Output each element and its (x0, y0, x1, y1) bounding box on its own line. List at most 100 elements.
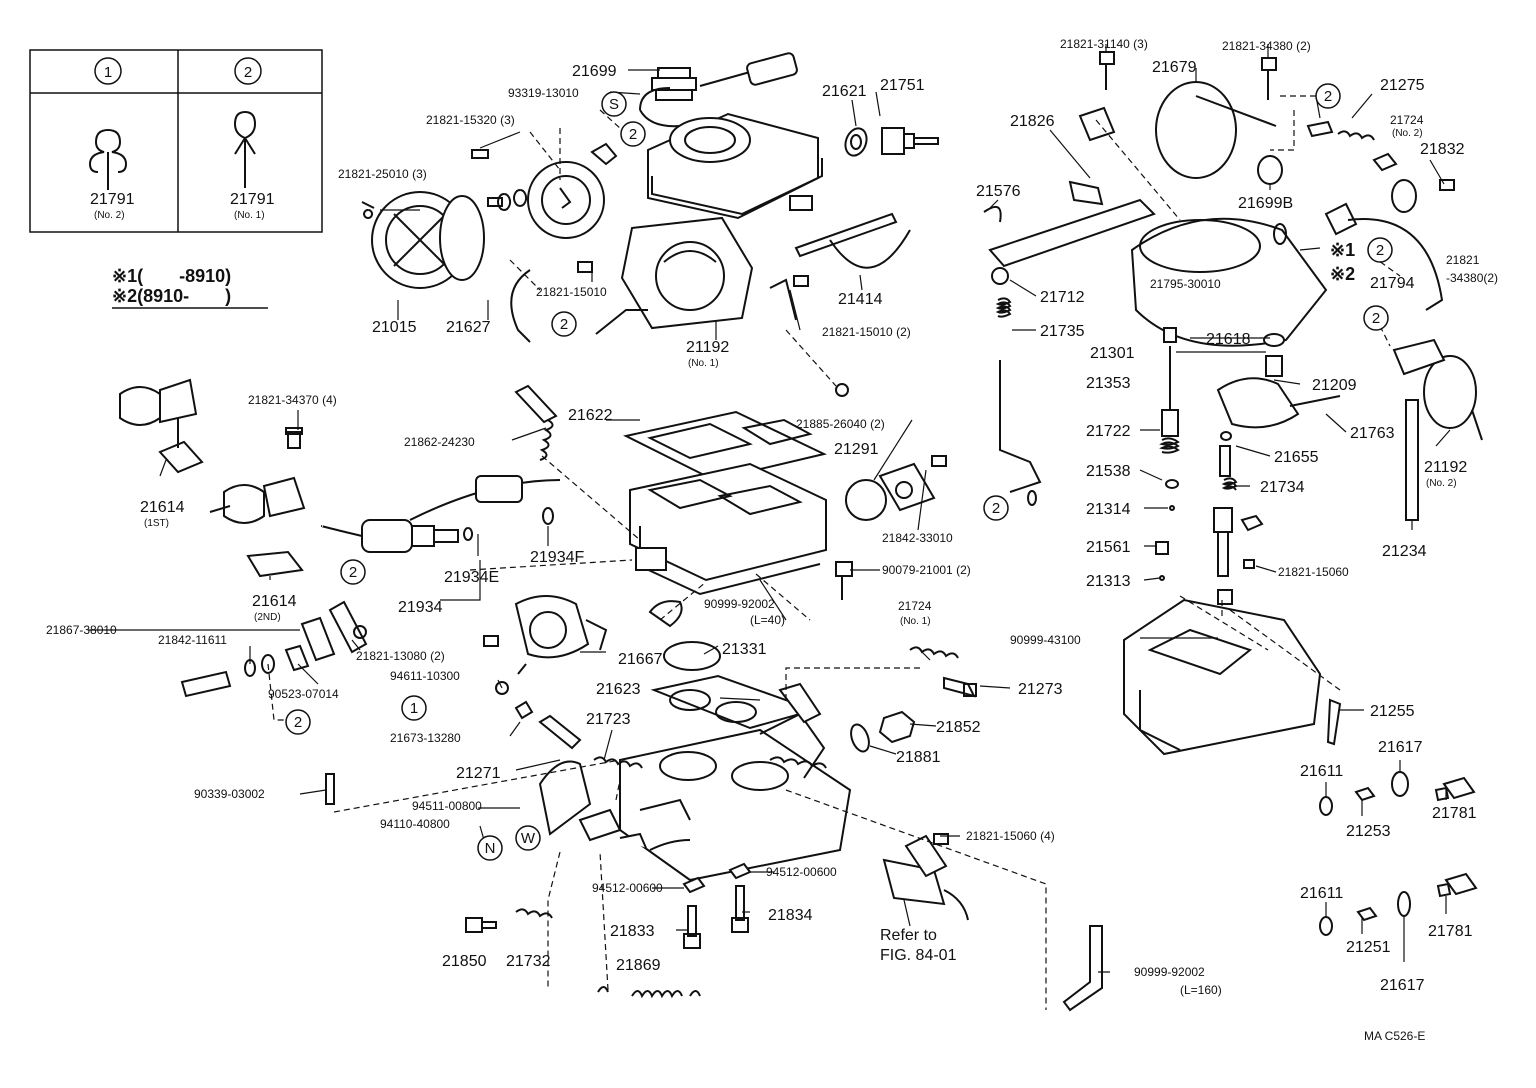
label-21724-no2-note: (No. 2) (1392, 128, 1423, 139)
marker-2a-text: 2 (629, 126, 637, 143)
marker-2b-text: 2 (560, 316, 568, 333)
marker-2e (1315, 83, 1341, 109)
label-21751: 21751 (880, 77, 925, 94)
label-21842-11611: 21842-11611 (158, 633, 227, 647)
label-21614-2nd-note: (2ND) (254, 612, 281, 623)
marker-2e-text: 2 (1324, 88, 1332, 105)
clip-no2-icon (88, 129, 128, 190)
marker-w-text: W (521, 830, 536, 847)
label-21561: 21561 (1086, 539, 1131, 556)
label-21253: 21253 (1346, 823, 1391, 840)
leader-lines (88, 44, 1451, 1010)
marker-s-text: S (609, 96, 619, 113)
label-94611-10300: 94611-10300 (390, 669, 460, 683)
marker-2f-text: 2 (1376, 242, 1384, 259)
label-21192-no2-note: (No. 2) (1426, 478, 1457, 489)
label-21251: 21251 (1346, 939, 1391, 956)
label-21192-no1: 21192 (686, 339, 729, 356)
refer-line-1: Refer to (880, 927, 937, 944)
label-21275: 21275 (1380, 77, 1425, 94)
marker-n-text: N (485, 840, 496, 857)
label-21934f: 21934F (530, 549, 584, 566)
label-21617-b: 21617 (1380, 977, 1425, 994)
clip-no1-icon (233, 111, 257, 188)
marker-2b (551, 311, 577, 337)
legend-part-1: 21791 (90, 191, 135, 208)
legend-note-1: (No. 2) (94, 210, 125, 221)
label-21699b: 21699B (1238, 195, 1293, 212)
label-21821-31140: 21821-31140 (3) (1060, 37, 1148, 51)
marker-2h-text: 2 (294, 714, 302, 731)
label-21015: 21015 (372, 319, 417, 336)
label-21618: 21618 (1206, 331, 1251, 348)
label-21617-a: 21617 (1378, 739, 1423, 756)
label-21331: 21331 (722, 641, 767, 658)
label-21614-2nd: 21614 (252, 593, 297, 610)
part-labels: 21699 93319-13010 21821-15320 (3) 21821-… (46, 37, 1498, 997)
label-21832: 21832 (1420, 141, 1465, 158)
label-21209: 21209 (1312, 377, 1357, 394)
label-21763: 21763 (1350, 425, 1395, 442)
label-21313: 21313 (1086, 573, 1131, 590)
label-21781-b: 21781 (1428, 923, 1473, 940)
marker-2g (1363, 305, 1389, 331)
legend-marker-1 (94, 57, 122, 85)
diagram-code: MA C526-E (1364, 1029, 1425, 1043)
label-93319-13010: 93319-13010 (508, 86, 579, 100)
label-21821-13080: 21821-13080 (2) (356, 649, 445, 663)
label-21821-15060: 21821-15060 (1278, 565, 1349, 579)
marker-2c-text: 2 (349, 564, 357, 581)
marker-1 (401, 695, 427, 721)
legend-part-2: 21791 (230, 191, 275, 208)
note-marker-1: ※1 (1330, 240, 1355, 260)
marker-2f (1367, 237, 1393, 263)
label-21667: 21667 (618, 651, 663, 668)
marker-2c (340, 559, 366, 585)
legend-marker-2-text: 2 (244, 64, 252, 81)
label-21794: 21794 (1370, 275, 1415, 292)
label-21627: 21627 (446, 319, 491, 336)
label-21273: 21273 (1018, 681, 1063, 698)
label-21192-no1-note: (No. 1) (688, 358, 719, 369)
marker-2h (285, 709, 311, 735)
label-l160: (L=160) (1180, 983, 1222, 997)
label-21834: 21834 (768, 907, 813, 924)
label-21781-a: 21781 (1432, 805, 1477, 822)
label-l40: (L=40) (750, 613, 785, 627)
label-21611-a: 21611 (1300, 763, 1343, 780)
label-90999-43100: 90999-43100 (1010, 633, 1081, 647)
label-90999-92002-b: 90999-92002 (1134, 965, 1205, 979)
label-21724-no2: 21724 (1390, 113, 1424, 127)
label-21869: 21869 (616, 957, 661, 974)
marker-2g-text: 2 (1372, 310, 1380, 327)
label-21724-no1: 21724 (898, 599, 932, 613)
legend-box: 1 2 21791 (No. 2) 21791 (No. 1) (29, 49, 323, 233)
label-21881: 21881 (896, 749, 941, 766)
label-21291: 21291 (834, 441, 879, 458)
label-21862-24230: 21862-24230 (404, 435, 475, 449)
label-21821-25010: 21821-25010 (3) (338, 167, 427, 181)
label-21699: 21699 (572, 63, 617, 80)
label-21821-15010-2: 21821-15010 (2) (822, 325, 911, 339)
label-90999-92002-a: 90999-92002 (704, 597, 775, 611)
note-1: ※1( -8910) (112, 266, 231, 286)
label-21679: 21679 (1152, 59, 1197, 76)
marker-2a (620, 121, 646, 147)
marker-1-text: 1 (410, 700, 418, 717)
note-2: ※2(8910- ) (112, 286, 231, 306)
label-21842-33010: 21842-33010 (882, 531, 953, 545)
label-21850: 21850 (442, 953, 487, 970)
label-21821-15060-4: 21821-15060 (4) (966, 829, 1055, 843)
label-90339-03002: 90339-03002 (194, 787, 265, 801)
marker-w (515, 825, 541, 851)
label-21735: 21735 (1040, 323, 1085, 340)
label-21821-15010: 21821-15010 (536, 285, 607, 299)
label-21821-34370: 21821-34370 (4) (248, 393, 337, 407)
label-21614-1st: 21614 (140, 499, 185, 516)
marker-2d (983, 495, 1009, 521)
label-21712: 21712 (1040, 289, 1085, 306)
label-21621: 21621 (822, 83, 867, 100)
part-21699 (651, 67, 697, 101)
label-21673-13280: 21673-13280 (390, 731, 461, 745)
